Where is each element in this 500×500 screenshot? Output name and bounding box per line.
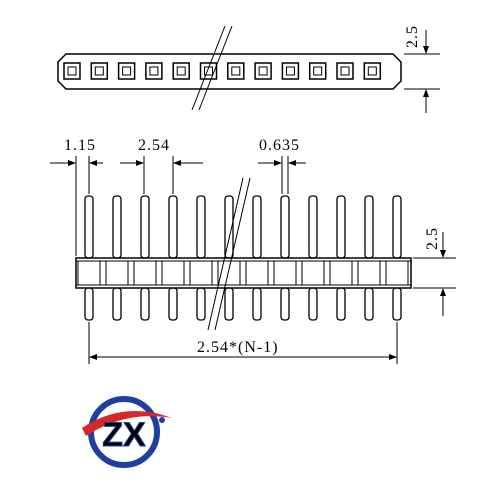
top-pin-square: [227, 62, 245, 80]
front-pin-upper: [140, 195, 150, 259]
top-pin-hole: [176, 66, 186, 76]
logo-text: ZX: [102, 416, 146, 454]
front-pin-lower: [196, 287, 206, 321]
arrow-head: [389, 354, 397, 360]
arrow-head: [440, 250, 446, 258]
front-pin-lower: [280, 287, 290, 321]
front-view: 1.15 2.54 0.635 2.5 2.54*(N-1): [50, 137, 456, 364]
top-pin-square: [172, 62, 190, 80]
arrow-head: [136, 160, 144, 166]
top-pin-square: [145, 62, 163, 80]
top-height-label: 2.5: [404, 25, 421, 48]
front-body-segment: [161, 260, 185, 286]
front-break-line: [207, 177, 244, 331]
top-pin-hole: [258, 66, 268, 76]
top-pin-hole: [313, 66, 323, 76]
front-body-segment: [329, 260, 353, 286]
front-pin-upper: [112, 195, 122, 259]
top-break-line: [191, 25, 226, 111]
top-pin-square: [63, 62, 81, 80]
front-pin-lower: [336, 287, 346, 321]
arrow-head: [89, 354, 97, 360]
top-pin-square: [336, 62, 354, 80]
front-pin-upper: [84, 195, 94, 259]
top-break-line: [198, 25, 233, 111]
front-break-line: [214, 177, 251, 331]
front-body-segment: [301, 260, 325, 286]
front-pin-lower: [224, 287, 234, 321]
top-pin-hole: [149, 66, 159, 76]
front-pin-upper: [280, 195, 290, 259]
top-view-pin-row: [63, 62, 382, 80]
logo-dot: [159, 417, 165, 423]
front-body-segment: [385, 260, 409, 286]
company-logo: ZX: [82, 396, 172, 468]
front-body-segment: [217, 260, 241, 286]
top-pin-square: [117, 62, 136, 80]
arrow-head: [288, 160, 296, 166]
arrow-head: [89, 160, 97, 166]
front-pin-lower: [168, 287, 178, 321]
total-dim-label: 2.54*(N-1): [197, 339, 279, 356]
front-body-segment: [105, 260, 129, 286]
front-pin-lower: [364, 287, 374, 321]
pin-width-dim-label: 0.635: [259, 137, 300, 154]
top-pin-hole: [94, 66, 104, 76]
front-view-body: [75, 257, 412, 289]
top-pin-square: [90, 62, 109, 80]
top-view: 2.5: [57, 25, 440, 113]
top-pin-hole: [122, 66, 132, 76]
arrow-head: [173, 160, 181, 166]
front-pin-upper: [336, 195, 346, 259]
top-pin-hole: [285, 66, 295, 76]
front-pin-lower: [308, 287, 318, 321]
front-pin-upper: [364, 195, 374, 259]
front-pin-lower: [392, 287, 402, 321]
front-pin-lower: [140, 287, 150, 321]
top-pin-hole: [367, 66, 377, 76]
top-view-body: [57, 53, 402, 90]
front-body-segment: [245, 260, 269, 286]
top-pin-hole: [67, 66, 77, 76]
front-pin-lower: [112, 287, 122, 321]
front-pin-upper: [168, 195, 178, 259]
shoulder-dim-label: 2.5: [424, 227, 441, 250]
arrow-head: [68, 160, 76, 166]
arrow-head: [274, 160, 282, 166]
front-pin-lower: [252, 287, 262, 321]
edge-dim-label: 1.15: [64, 137, 96, 154]
front-body-segments: [77, 260, 409, 286]
front-body-segment: [133, 260, 157, 286]
front-body-segment: [77, 260, 101, 286]
arrow-head: [423, 89, 429, 97]
front-view-pin-row: [84, 195, 402, 321]
pitch-dim-label: 2.54: [138, 137, 170, 154]
front-pin-lower: [84, 287, 94, 321]
front-pin-upper: [392, 195, 402, 259]
logo-swoosh: [82, 410, 172, 436]
front-pin-upper: [196, 195, 206, 259]
top-pin-square: [199, 62, 218, 80]
front-body-segment: [189, 260, 213, 286]
arrow-head: [423, 46, 429, 54]
top-pin-hole: [231, 66, 241, 76]
top-pin-hole: [340, 66, 350, 76]
top-pin-square: [308, 62, 327, 80]
front-body-segment: [273, 260, 297, 286]
front-pin-upper: [252, 195, 262, 259]
top-pin-square: [281, 62, 300, 80]
arrow-head: [440, 288, 446, 296]
top-pin-square: [363, 62, 382, 80]
front-pin-upper: [308, 195, 318, 259]
front-body-segment: [357, 260, 381, 286]
top-pin-square: [254, 62, 272, 80]
